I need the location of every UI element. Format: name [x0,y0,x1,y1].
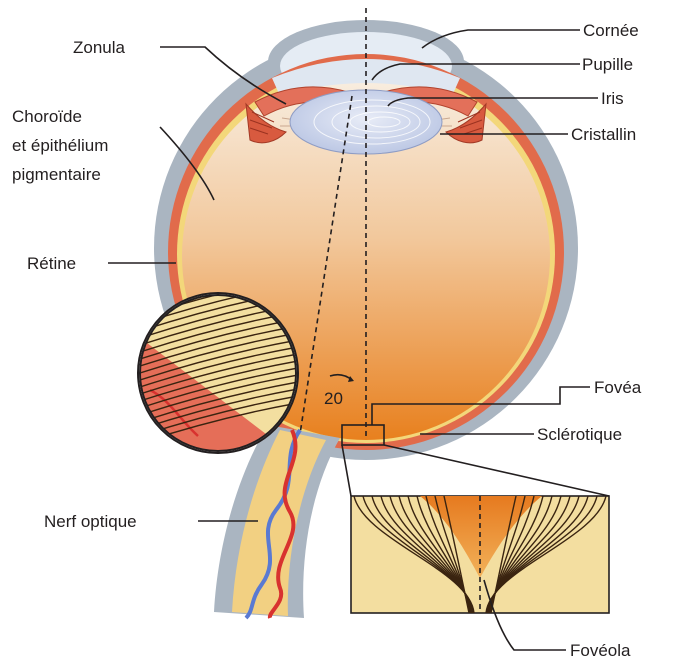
angle-label: 20 [324,389,343,408]
label-foveola: Fovéola [570,641,631,660]
label-retine: Rétine [27,254,76,273]
label-sclerotique: Sclérotique [537,425,622,444]
label-nerf-optique: Nerf optique [44,512,137,531]
foveola-panel [351,496,609,613]
label-choroide-line3: pigmentaire [12,165,101,184]
label-fovea: Fovéa [594,378,642,397]
label-pupille: Pupille [582,55,633,74]
label-choroide-line1: Choroïde [12,107,82,126]
label-iris: Iris [601,89,624,108]
label-zonula: Zonula [73,38,126,57]
label-choroide-line2: et épithélium [12,136,108,155]
label-cornee: Cornée [583,21,639,40]
label-cristallin: Cristallin [571,125,636,144]
